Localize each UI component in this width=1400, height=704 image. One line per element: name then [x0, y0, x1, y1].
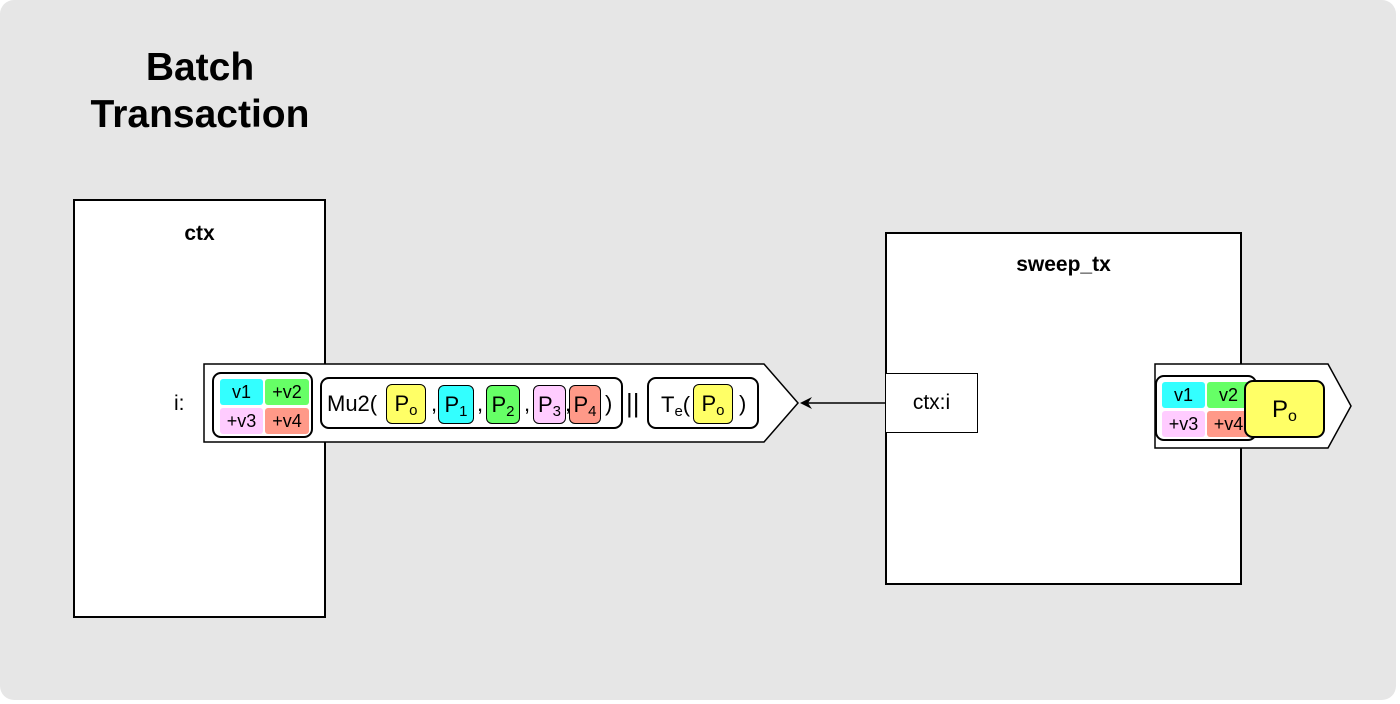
key-subscript: 1 [459, 403, 468, 420]
te-close: ) [739, 391, 747, 416]
te-subscript: e [674, 403, 683, 420]
amount-v1: v1 [220, 379, 263, 405]
amount-v3: +v3 [220, 408, 263, 434]
mu2-close: ) [605, 391, 613, 416]
te-key-po: Po [693, 384, 733, 424]
key-base: P [701, 391, 717, 416]
amount-v4: +v4 [1207, 411, 1250, 437]
mu2-key-p3: P3 [533, 385, 566, 424]
mu2-key-p4: P4 [569, 385, 601, 424]
mu2-key-p2: P2 [486, 385, 520, 424]
key-subscript: o [716, 402, 725, 419]
comma: , [565, 391, 571, 417]
amount-v4: +v4 [265, 408, 309, 434]
sweep-amounts-box: v1 v2 +v3 +v4 [1155, 375, 1257, 441]
amount-v1: v1 [1162, 382, 1205, 408]
mu2-prefix: Mu2( [327, 391, 378, 416]
amount-v2: +v2 [265, 379, 309, 405]
te-expression: Te( Po ) [647, 377, 759, 429]
mu2-key-p1: P1 [438, 385, 474, 424]
mu2-expression: Mu2( Po , P1 , P2 , P3 , P4 ) [320, 377, 623, 429]
key-subscript: 3 [552, 403, 562, 420]
key-subscript: o [409, 402, 418, 419]
sweep-tx-label: sweep_tx [1016, 253, 1111, 276]
diagram-title: Batch Transaction [60, 44, 340, 138]
te-open: ( [682, 392, 691, 417]
key-base: P [491, 392, 507, 417]
amount-v3: +v3 [1162, 411, 1205, 437]
key-subscript: 2 [506, 403, 515, 420]
ctx-amounts-box: v1 +v2 +v3 +v4 [212, 372, 313, 438]
sweep-input-box: ctx:i [885, 373, 978, 433]
ctx-label: ctx [184, 222, 215, 245]
te-base: T [661, 392, 675, 417]
comma: , [431, 391, 438, 416]
mu2-key-po: Po [386, 384, 426, 424]
key-subscript: 4 [588, 403, 597, 420]
ctx-input-label: i: [174, 392, 185, 415]
title-line-2: Transaction [90, 93, 310, 136]
key-base: P [394, 391, 410, 416]
comma: , [524, 391, 531, 416]
key-base: P [537, 392, 553, 417]
sweep-key-po: Po [1244, 380, 1325, 438]
key-base: P [1272, 396, 1289, 423]
te-prefix: Te( [661, 392, 690, 425]
amount-v2: v2 [1207, 382, 1250, 408]
key-subscript: o [1288, 408, 1297, 425]
comma: , [477, 391, 484, 416]
key-base: P [573, 392, 589, 417]
concat-operator: || [626, 388, 640, 418]
key-base: P [444, 392, 460, 417]
title-line-1: Batch [145, 46, 255, 89]
